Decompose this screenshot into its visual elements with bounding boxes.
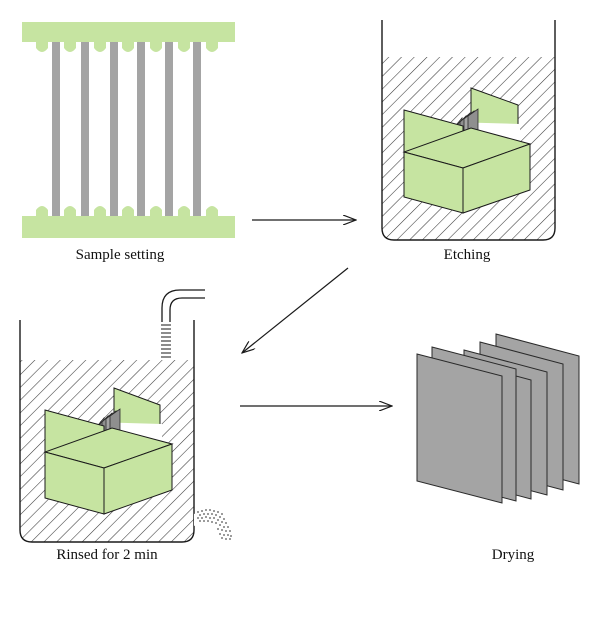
bottom-clamp-bar: [22, 206, 235, 238]
sample-holder: [22, 22, 235, 238]
overflow-spill: [194, 509, 234, 542]
water-inlet-tap: [161, 289, 205, 358]
sample-basket: [43, 387, 174, 515]
etching-beaker: [381, 20, 556, 241]
top-clamp-bar: [22, 22, 235, 52]
step-label-rinsing: Rinsed for 2 min: [56, 547, 158, 563]
sample-basket: [402, 87, 532, 214]
step-label-sample-setting: Sample setting: [75, 247, 165, 263]
arrow-etching-to-rinsing: [242, 267, 349, 353]
dried-plates: [416, 333, 580, 504]
step-label-drying: Drying: [491, 547, 535, 563]
water-stream: [161, 324, 171, 358]
rinsing-beaker: [19, 289, 234, 543]
sample-rods: [52, 42, 201, 216]
step-label-etching: Etching: [443, 247, 491, 263]
